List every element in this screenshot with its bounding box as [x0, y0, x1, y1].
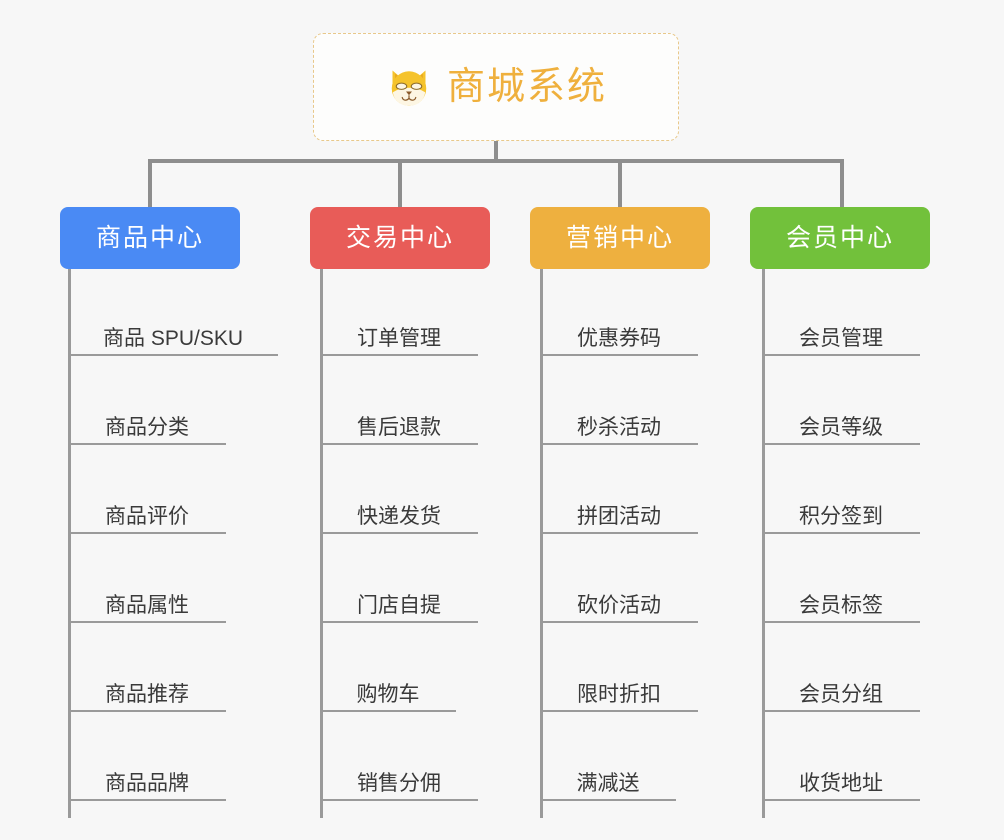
- branch-header-member-center[interactable]: 会员中心: [750, 207, 930, 269]
- leaf-item[interactable]: 秒杀活动: [540, 395, 698, 445]
- leaf-item[interactable]: 限时折扣: [540, 662, 698, 712]
- leaf-label: 订单管理: [357, 326, 441, 350]
- leaf-item[interactable]: 商品评价: [68, 484, 226, 534]
- connector-root-stem: [494, 141, 498, 163]
- leaf-label: 会员管理: [799, 326, 883, 350]
- connector-drop-4: [840, 159, 844, 209]
- leaf-label: 商品评价: [105, 504, 189, 528]
- connector-bus: [148, 159, 844, 163]
- leaf-label: 商品 SPU/SKU: [102, 326, 244, 350]
- leaf-item[interactable]: 快递发货: [320, 484, 478, 534]
- connector-drop-2: [398, 159, 402, 209]
- branch-label: 交易中心: [345, 223, 454, 252]
- root-title: 商城系统: [446, 66, 607, 108]
- leaf-label: 商品推荐: [105, 682, 189, 706]
- leaf-item[interactable]: 商品分类: [68, 395, 226, 445]
- leaf-spine-member-center: [762, 269, 765, 818]
- leaf-label: 满减送: [576, 771, 640, 795]
- leaf-label: 会员标签: [799, 593, 883, 617]
- leaf-item[interactable]: 拼团活动: [540, 484, 698, 534]
- leaf-item[interactable]: 会员标签: [762, 573, 920, 623]
- leaf-label: 会员等级: [799, 415, 883, 439]
- shiba-dog-face-icon: [385, 63, 433, 111]
- leaf-label: 商品分类: [105, 415, 189, 439]
- leaf-label: 收货地址: [799, 771, 883, 795]
- connector-drop-3: [618, 159, 622, 209]
- leaf-label: 商品属性: [105, 593, 189, 617]
- leaf-label: 秒杀活动: [577, 415, 661, 439]
- branch-label: 会员中心: [785, 223, 894, 252]
- leaf-item[interactable]: 会员管理: [762, 306, 920, 356]
- leaf-item[interactable]: 商品品牌: [68, 751, 226, 801]
- leaf-label: 购物车: [356, 682, 420, 706]
- leaf-label: 拼团活动: [577, 504, 661, 528]
- leaf-label: 售后退款: [357, 415, 441, 439]
- leaf-item[interactable]: 商品推荐: [68, 662, 226, 712]
- leaf-label: 积分签到: [799, 504, 883, 528]
- leaf-label: 门店自提: [357, 593, 441, 617]
- leaf-label: 销售分佣: [357, 771, 441, 795]
- leaf-label: 砍价活动: [577, 593, 661, 617]
- leaf-label: 限时折扣: [577, 682, 661, 706]
- leaf-item[interactable]: 会员分组: [762, 662, 920, 712]
- leaf-label: 会员分组: [799, 682, 883, 706]
- leaf-item[interactable]: 收货地址: [762, 751, 920, 801]
- branch-header-product-center[interactable]: 商品中心: [60, 207, 240, 269]
- leaf-item[interactable]: 积分签到: [762, 484, 920, 534]
- leaf-item[interactable]: 优惠券码: [540, 306, 698, 356]
- leaf-item[interactable]: 砍价活动: [540, 573, 698, 623]
- leaf-item[interactable]: 满减送: [540, 751, 676, 801]
- leaf-spine-trade-center: [320, 269, 323, 818]
- leaf-item[interactable]: 购物车: [320, 662, 456, 712]
- leaf-spine-marketing-center: [540, 269, 543, 818]
- root-node[interactable]: 商城系统: [313, 33, 679, 141]
- leaf-label: 快递发货: [357, 504, 441, 528]
- branch-header-trade-center[interactable]: 交易中心: [310, 207, 490, 269]
- connector-drop-1: [148, 159, 152, 209]
- leaf-item[interactable]: 商品 SPU/SKU: [68, 306, 278, 356]
- leaf-item[interactable]: 门店自提: [320, 573, 478, 623]
- branch-label: 商品中心: [95, 223, 204, 252]
- leaf-item[interactable]: 订单管理: [320, 306, 478, 356]
- leaf-item[interactable]: 会员等级: [762, 395, 920, 445]
- leaf-item[interactable]: 售后退款: [320, 395, 478, 445]
- leaf-item[interactable]: 销售分佣: [320, 751, 478, 801]
- branch-label: 营销中心: [565, 223, 674, 252]
- leaf-spine-product-center: [68, 269, 71, 818]
- leaf-label: 商品品牌: [105, 771, 189, 795]
- leaf-label: 优惠券码: [577, 326, 661, 350]
- branch-header-marketing-center[interactable]: 营销中心: [530, 207, 710, 269]
- leaf-item[interactable]: 商品属性: [68, 573, 226, 623]
